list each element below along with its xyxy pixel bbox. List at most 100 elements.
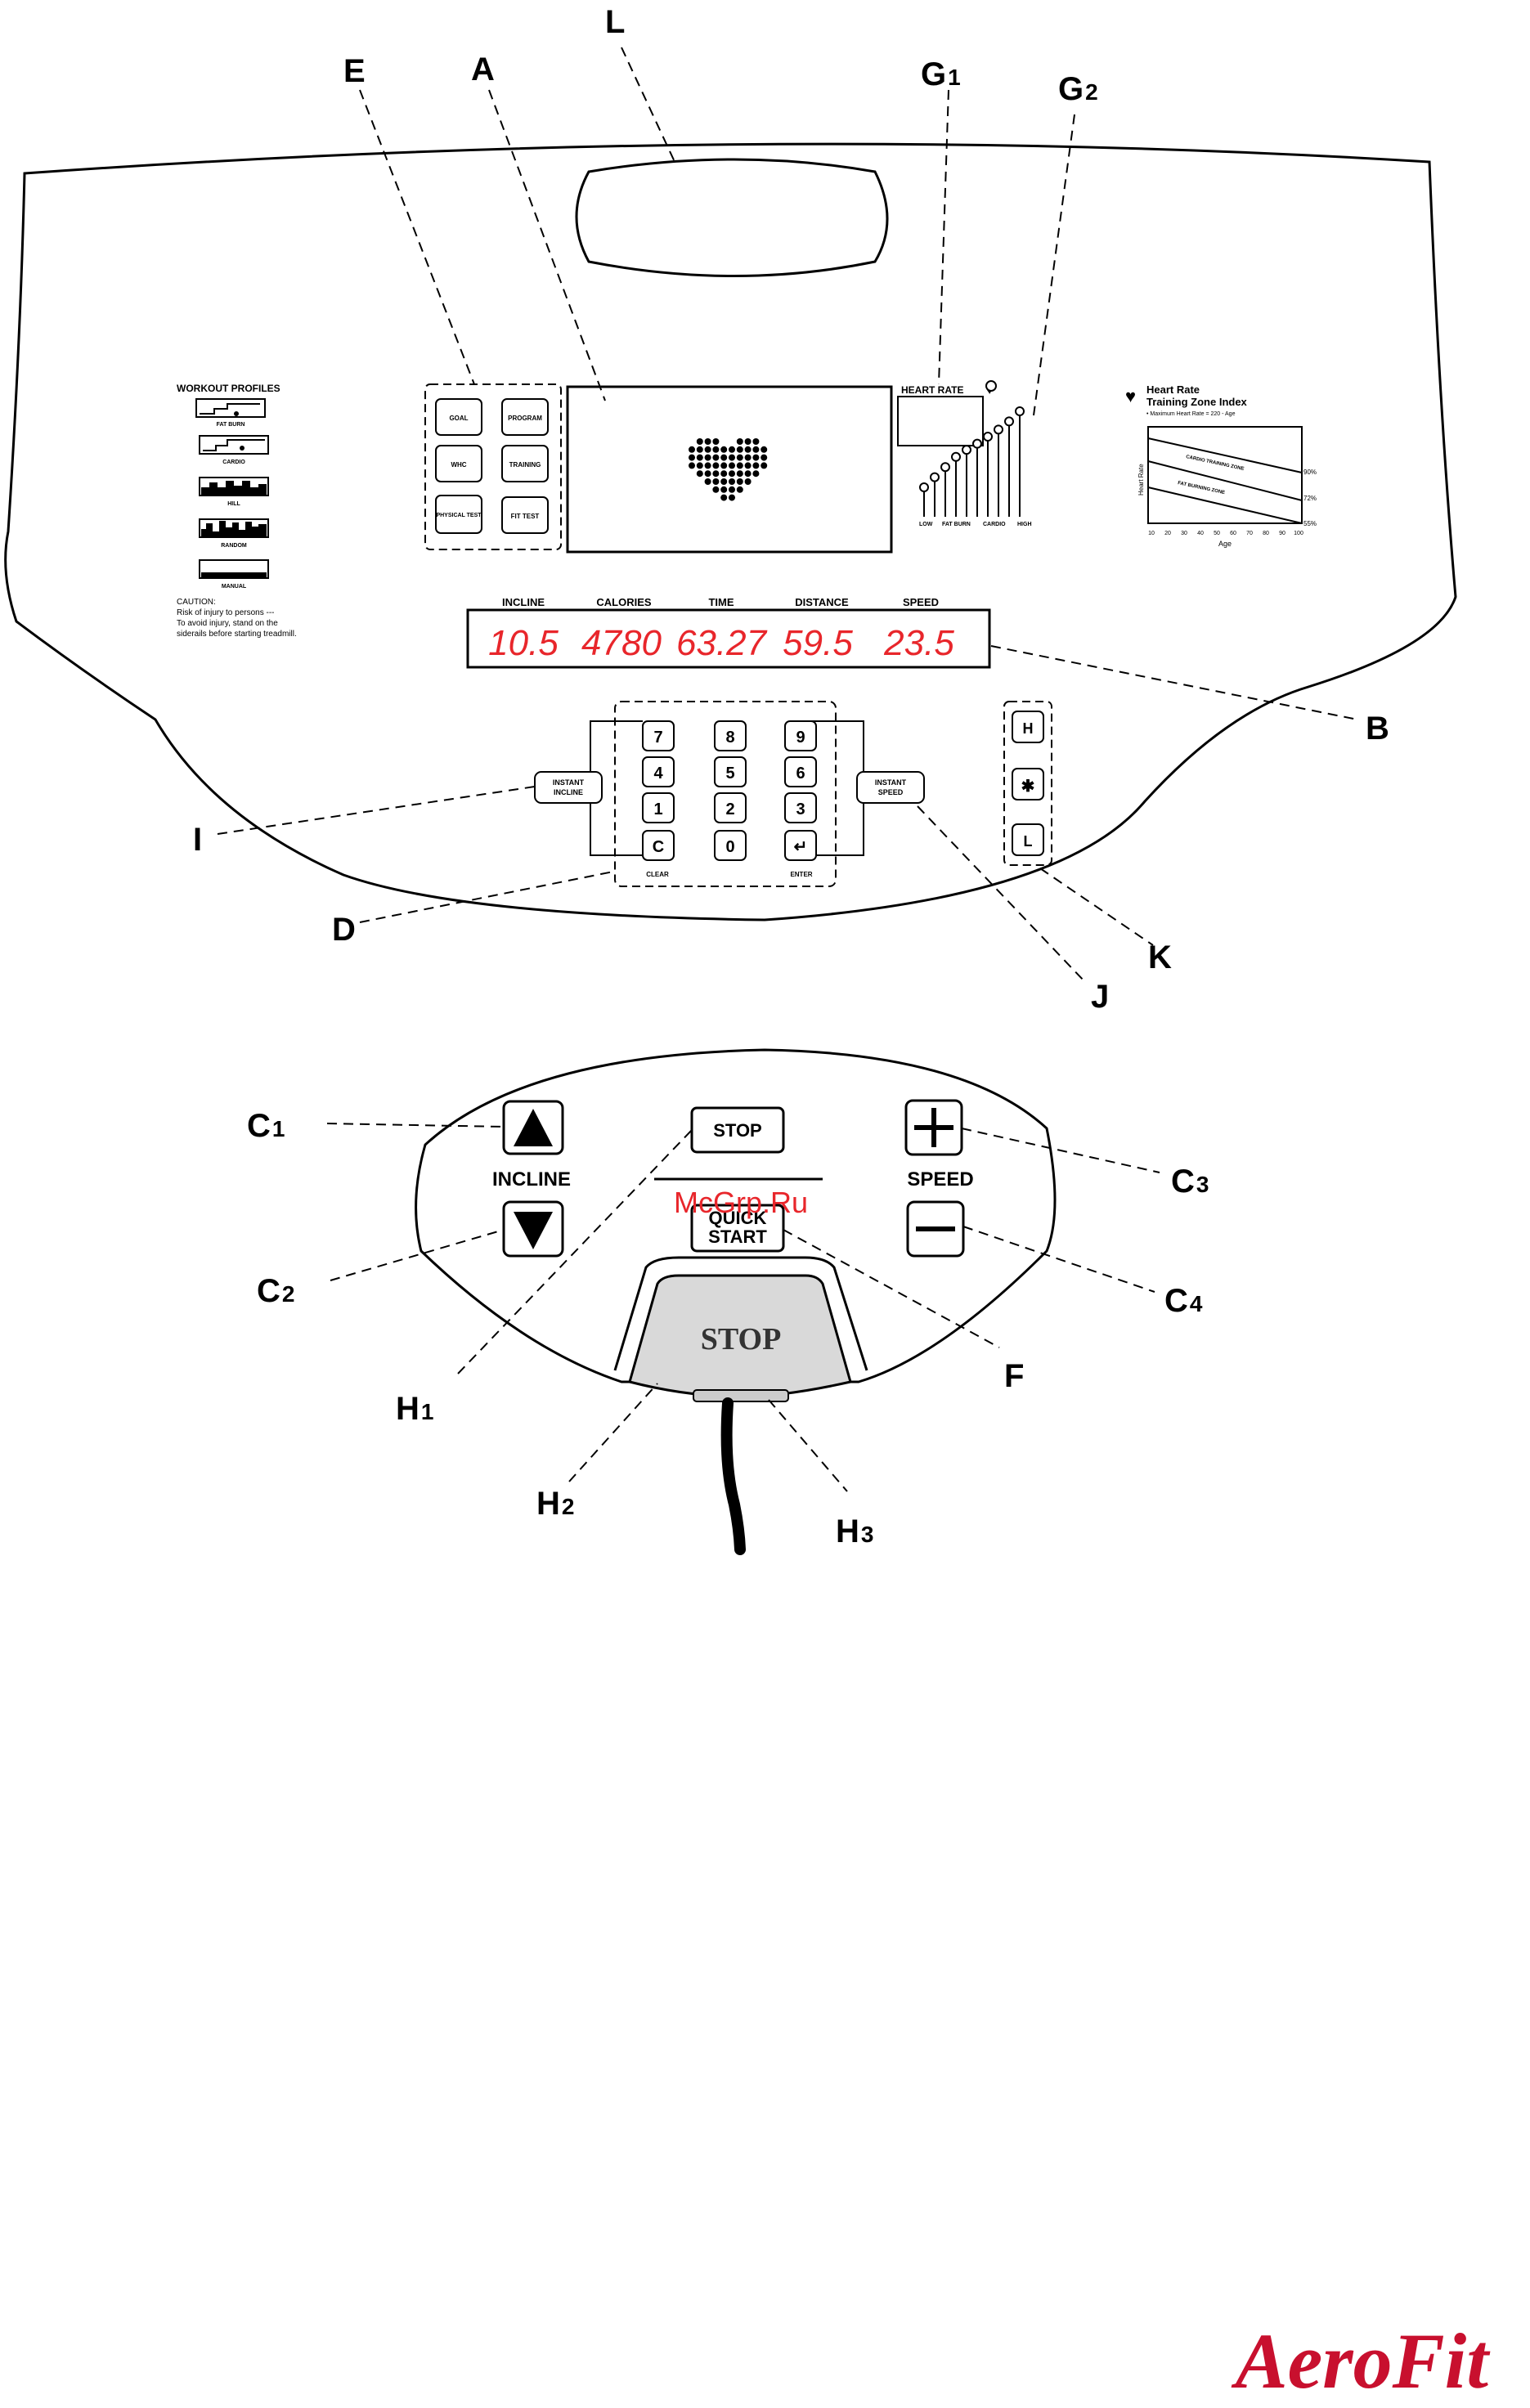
hr-zone-indicator: [972, 438, 982, 449]
lower-console-outline: [415, 1048, 1057, 1383]
instant-speed-label-1: INSTANT: [875, 778, 907, 787]
keypad-key[interactable]: [784, 792, 817, 823]
callout-C4-letter: C: [1164, 1283, 1188, 1319]
heart-dot: [720, 462, 728, 469]
keypad-key[interactable]: [784, 756, 817, 787]
instant-incline-label-1: INSTANT: [553, 778, 585, 787]
heart-dot: [696, 454, 703, 461]
keypad-key[interactable]: [714, 756, 747, 787]
leader-B: [990, 645, 1358, 720]
fan-icon: ✱: [1021, 778, 1035, 796]
heart-dot: [729, 478, 735, 485]
fan-button[interactable]: [1012, 768, 1044, 800]
heart-icon: [240, 446, 245, 451]
heart-dot: [704, 446, 711, 453]
quick-start-button[interactable]: [690, 1204, 785, 1253]
callout-G1: G1: [921, 56, 961, 92]
keypad-key-label: 4: [653, 765, 663, 782]
leader-G1: [938, 89, 949, 385]
profile-random-label: RANDOM: [221, 543, 247, 549]
heart-rate-readout: [897, 396, 984, 446]
heart-dot: [736, 454, 743, 461]
program-button[interactable]: [501, 398, 549, 436]
profile-hill-shape: [201, 481, 267, 496]
hr-bar-label-low: LOW: [919, 522, 933, 527]
callout-C3-sub: 3: [1196, 1172, 1209, 1197]
heart-dot: [689, 454, 695, 461]
callout-H2: H2: [536, 1486, 574, 1522]
hr-zone-indicator: [930, 472, 940, 482]
profile-cardio-shape: [203, 439, 265, 451]
zone-age-tick: 90: [1279, 531, 1285, 536]
goal-button-label: GOAL: [449, 415, 468, 422]
physical-test-button[interactable]: [435, 495, 482, 534]
callout-I: I: [193, 822, 202, 858]
whc-button[interactable]: [435, 445, 482, 482]
callout-E: E: [343, 53, 366, 89]
heart-dot: [736, 446, 743, 453]
keypad-key[interactable]: [714, 720, 747, 751]
callout-C3: C3: [1171, 1164, 1209, 1200]
zone-line-middle: [1147, 460, 1303, 501]
heart-dot: [736, 470, 743, 478]
hr-zone-indicator: [962, 445, 971, 455]
keypad-key[interactable]: [784, 720, 817, 751]
stop-button[interactable]: [690, 1106, 785, 1154]
callout-L: L: [605, 4, 625, 40]
training-button[interactable]: [501, 445, 549, 482]
safety-stop-label: STOP: [701, 1322, 782, 1356]
heart-dot: [720, 494, 728, 501]
callout-H2-letter: H: [536, 1486, 560, 1522]
fan-high-label: H: [1023, 720, 1034, 737]
callout-C1-letter: C: [247, 1108, 271, 1144]
leader-E: [359, 89, 475, 385]
heart-dot: [696, 438, 703, 445]
heart-dot: [752, 462, 760, 469]
fan-low-button[interactable]: [1012, 823, 1044, 856]
profile-fat-burn-shape: [200, 403, 260, 415]
keypad-key[interactable]: [784, 830, 817, 861]
caution-line-3: To avoid injury, stand on the: [177, 619, 278, 628]
keypad-key-label: C: [653, 838, 664, 856]
keypad-key[interactable]: [714, 792, 747, 823]
keypad-key[interactable]: [642, 830, 675, 861]
readout-label-distance: DISTANCE: [795, 596, 849, 608]
callout-C3-letter: C: [1171, 1164, 1195, 1200]
heart-dot: [720, 454, 728, 461]
speed-label: SPEED: [907, 1168, 973, 1191]
instant-speed-button[interactable]: [856, 771, 925, 804]
heart-dot: [744, 446, 752, 453]
callout-H3-letter: H: [836, 1513, 859, 1549]
fan-high-button[interactable]: [1012, 711, 1044, 743]
heart-dot: [736, 462, 743, 469]
hr-zone-indicator: [951, 451, 961, 462]
keypad-key[interactable]: [642, 792, 675, 823]
instant-incline-button[interactable]: [534, 771, 603, 804]
heart-dot: [712, 470, 720, 478]
hr-zone-indicator: [1004, 416, 1014, 427]
leader-K: [1039, 868, 1154, 946]
hr-zone-indicator: [919, 482, 929, 492]
fit-test-button[interactable]: [501, 496, 549, 534]
callout-G2-letter: G: [1058, 71, 1084, 107]
heart-dot: [696, 470, 703, 478]
goal-button[interactable]: [435, 398, 482, 436]
heart-dot: [729, 494, 735, 501]
heart-dot: [752, 446, 760, 453]
training-button-label: TRAINING: [509, 461, 541, 469]
leader-C4: [962, 1226, 1155, 1293]
keypad-key[interactable]: [714, 830, 747, 861]
callout-leaders: [217, 47, 1358, 1492]
callout-H3: H3: [836, 1513, 873, 1549]
heart-rate-label: HEART RATE: [901, 384, 963, 396]
keypad-key-label: 6: [796, 765, 805, 782]
instant-incline-label-2: INCLINE: [554, 788, 583, 796]
zone-chart-frame: [1147, 426, 1303, 524]
callout-C1-sub: 1: [272, 1116, 285, 1141]
keypad-key-label: 5: [725, 765, 734, 782]
leader-F: [783, 1229, 1000, 1348]
keypad-key[interactable]: [642, 756, 675, 787]
keypad-key[interactable]: [642, 720, 675, 751]
